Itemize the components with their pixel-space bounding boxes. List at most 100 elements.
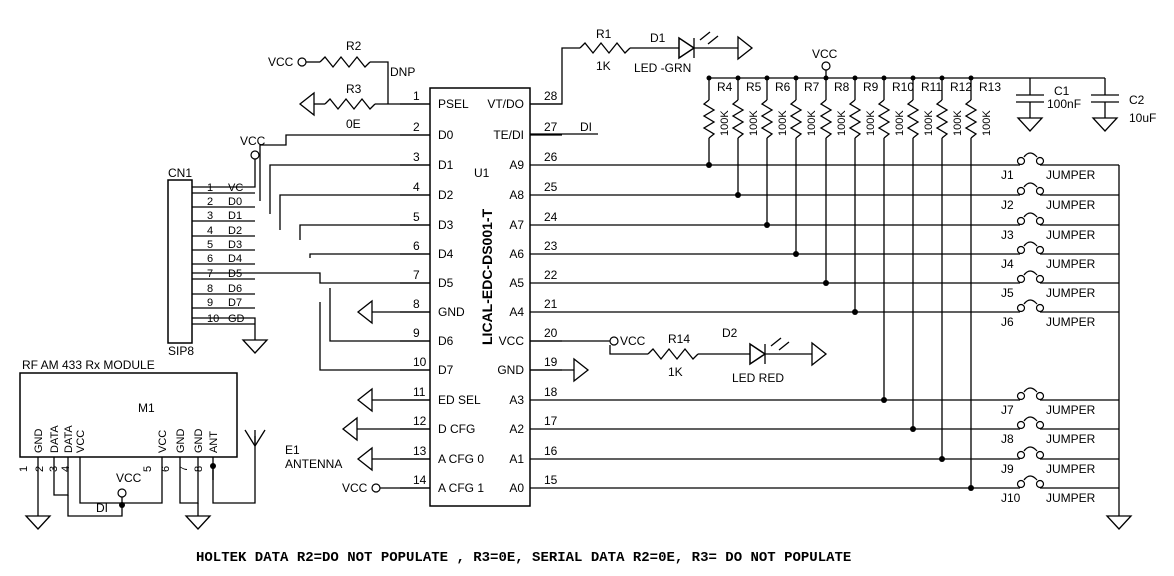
r3-ref: R3 (346, 82, 362, 96)
pullup-ref: R11 (921, 80, 942, 94)
jumper-ref: J1 (1001, 168, 1014, 182)
u1-pin-number: 17 (544, 414, 558, 428)
cn1-type: SIP8 (168, 344, 194, 358)
psel-network: VCC R2 DNP R3 0E (268, 39, 430, 131)
module-pin-number: 2 (34, 466, 46, 472)
pullup-value: 100K (894, 110, 906, 136)
u1-pin-name: VT/DO (487, 97, 524, 111)
jumper-ref: J10 (1001, 491, 1021, 505)
cn1-pin-label: D5 (228, 268, 242, 280)
jumper-ref: J4 (1001, 257, 1014, 271)
r14-ref: R14 (668, 332, 690, 346)
pullup-value: 100K (836, 110, 848, 136)
r3-value: 0E (346, 117, 361, 131)
u1-pin-name: D5 (438, 276, 454, 290)
u1-pin-name: PSEL (438, 97, 469, 111)
cn1-pin-number: 3 (207, 210, 213, 222)
u1-pin-number: 14 (413, 473, 427, 487)
d1-ref: D1 (650, 31, 666, 45)
status-led-green: R1 1K D1 LED -GRN (530, 27, 754, 105)
u1-pin-name: A1 (509, 452, 524, 466)
module-pin-number: 6 (160, 466, 172, 472)
module-pin-number: 4 (60, 466, 72, 472)
u1-pin-number: 16 (544, 444, 558, 458)
footnote: HOLTEK DATA R2=DO NOT POPULATE , R3=0E, … (196, 550, 851, 566)
pullup-value: 100K (865, 110, 877, 136)
u1-pin-number: 2 (413, 120, 420, 134)
pullup-value: 100K (952, 110, 964, 136)
jumper-value: JUMPER (1046, 462, 1096, 476)
u1-pin-number: 9 (413, 326, 420, 340)
module-ref: M1 (138, 401, 155, 415)
u1-part-name: LICAL-EDC-DS001-T (479, 208, 495, 345)
r1-ref: R1 (596, 27, 612, 41)
module-pin-name: ANT (208, 431, 220, 453)
pullup-value: 100K (806, 110, 818, 136)
module-pin-number: 3 (48, 466, 60, 472)
cn1-pin-label: D6 (228, 283, 242, 295)
jumper-value: JUMPER (1046, 168, 1096, 182)
cn1-pin-label: D1 (228, 210, 242, 222)
pullup-value: 100K (719, 110, 731, 136)
jumper-ground-rail (1105, 165, 1133, 530)
module-pin-name: GND (193, 429, 205, 454)
u1-pin-number: 18 (544, 385, 558, 399)
module-pin-name: VCC (75, 430, 87, 453)
pullup-ref: R7 (804, 80, 820, 94)
u1-pin-number: 20 (544, 326, 558, 340)
cn1-pin-number: 2 (207, 196, 213, 208)
u1-left-terminations: VCC (341, 299, 430, 495)
jumper: J4 JUMPER (1001, 241, 1119, 271)
d1-diode (678, 36, 696, 60)
jumper-value: JUMPER (1046, 315, 1096, 329)
u1-pin-name: D2 (438, 188, 454, 202)
acfg1-vcc-label: VCC (342, 481, 368, 495)
module-pin-name: VCC (157, 430, 169, 453)
u1-pin-number: 24 (544, 210, 558, 224)
r2-resistor (319, 55, 371, 69)
u1-pin-number: 6 (413, 239, 420, 253)
r1-value: 1K (596, 59, 611, 73)
jumper-value: JUMPER (1046, 257, 1096, 271)
u1-pin-name: A9 (509, 158, 524, 172)
jumper-value: JUMPER (1046, 228, 1096, 242)
cn1-pin-label: VC (228, 182, 243, 194)
u1-pin-number: 22 (544, 268, 558, 282)
module-pin-name: DATA (49, 425, 61, 453)
u1-pin-name: D1 (438, 158, 454, 172)
antenna-value: ANTENNA (285, 457, 342, 471)
u1-pin-name: A7 (509, 218, 524, 232)
module-pin-name: GND (175, 429, 187, 454)
jumper-value: JUMPER (1046, 198, 1096, 212)
cn1-pin-number: 6 (207, 253, 213, 265)
u1-pin-name: VCC (499, 334, 525, 348)
cn1-pin-number: 1 (207, 182, 213, 194)
di-net-label: DI (96, 501, 108, 515)
u1-pin-name: D3 (438, 218, 454, 232)
u1-pin-name: A4 (509, 305, 524, 319)
jumper-value: JUMPER (1046, 286, 1096, 300)
pullup-value: 100K (923, 110, 935, 136)
d1-value: LED -GRN (634, 61, 691, 75)
pullup-ref: R9 (863, 80, 879, 94)
d1-ground-arrow (737, 35, 754, 61)
jumper: J10 JUMPER (1001, 475, 1119, 505)
u1-right-pins: 28VT/DO27TE/DI26A925A824A723A622A521A420… (487, 89, 562, 495)
c2-ref: C2 (1129, 93, 1145, 107)
jumper: J1 JUMPER (1001, 152, 1119, 182)
u1-pin-number: 27 (544, 120, 558, 134)
c2-value: 10uF (1129, 111, 1156, 125)
u1-pin-name: A CFG 1 (438, 481, 484, 495)
module-pin-name: GND (33, 429, 45, 454)
jumper-value: JUMPER (1046, 491, 1096, 505)
u1-pin-name: A8 (509, 188, 524, 202)
u1-pin-name: D4 (438, 247, 454, 261)
